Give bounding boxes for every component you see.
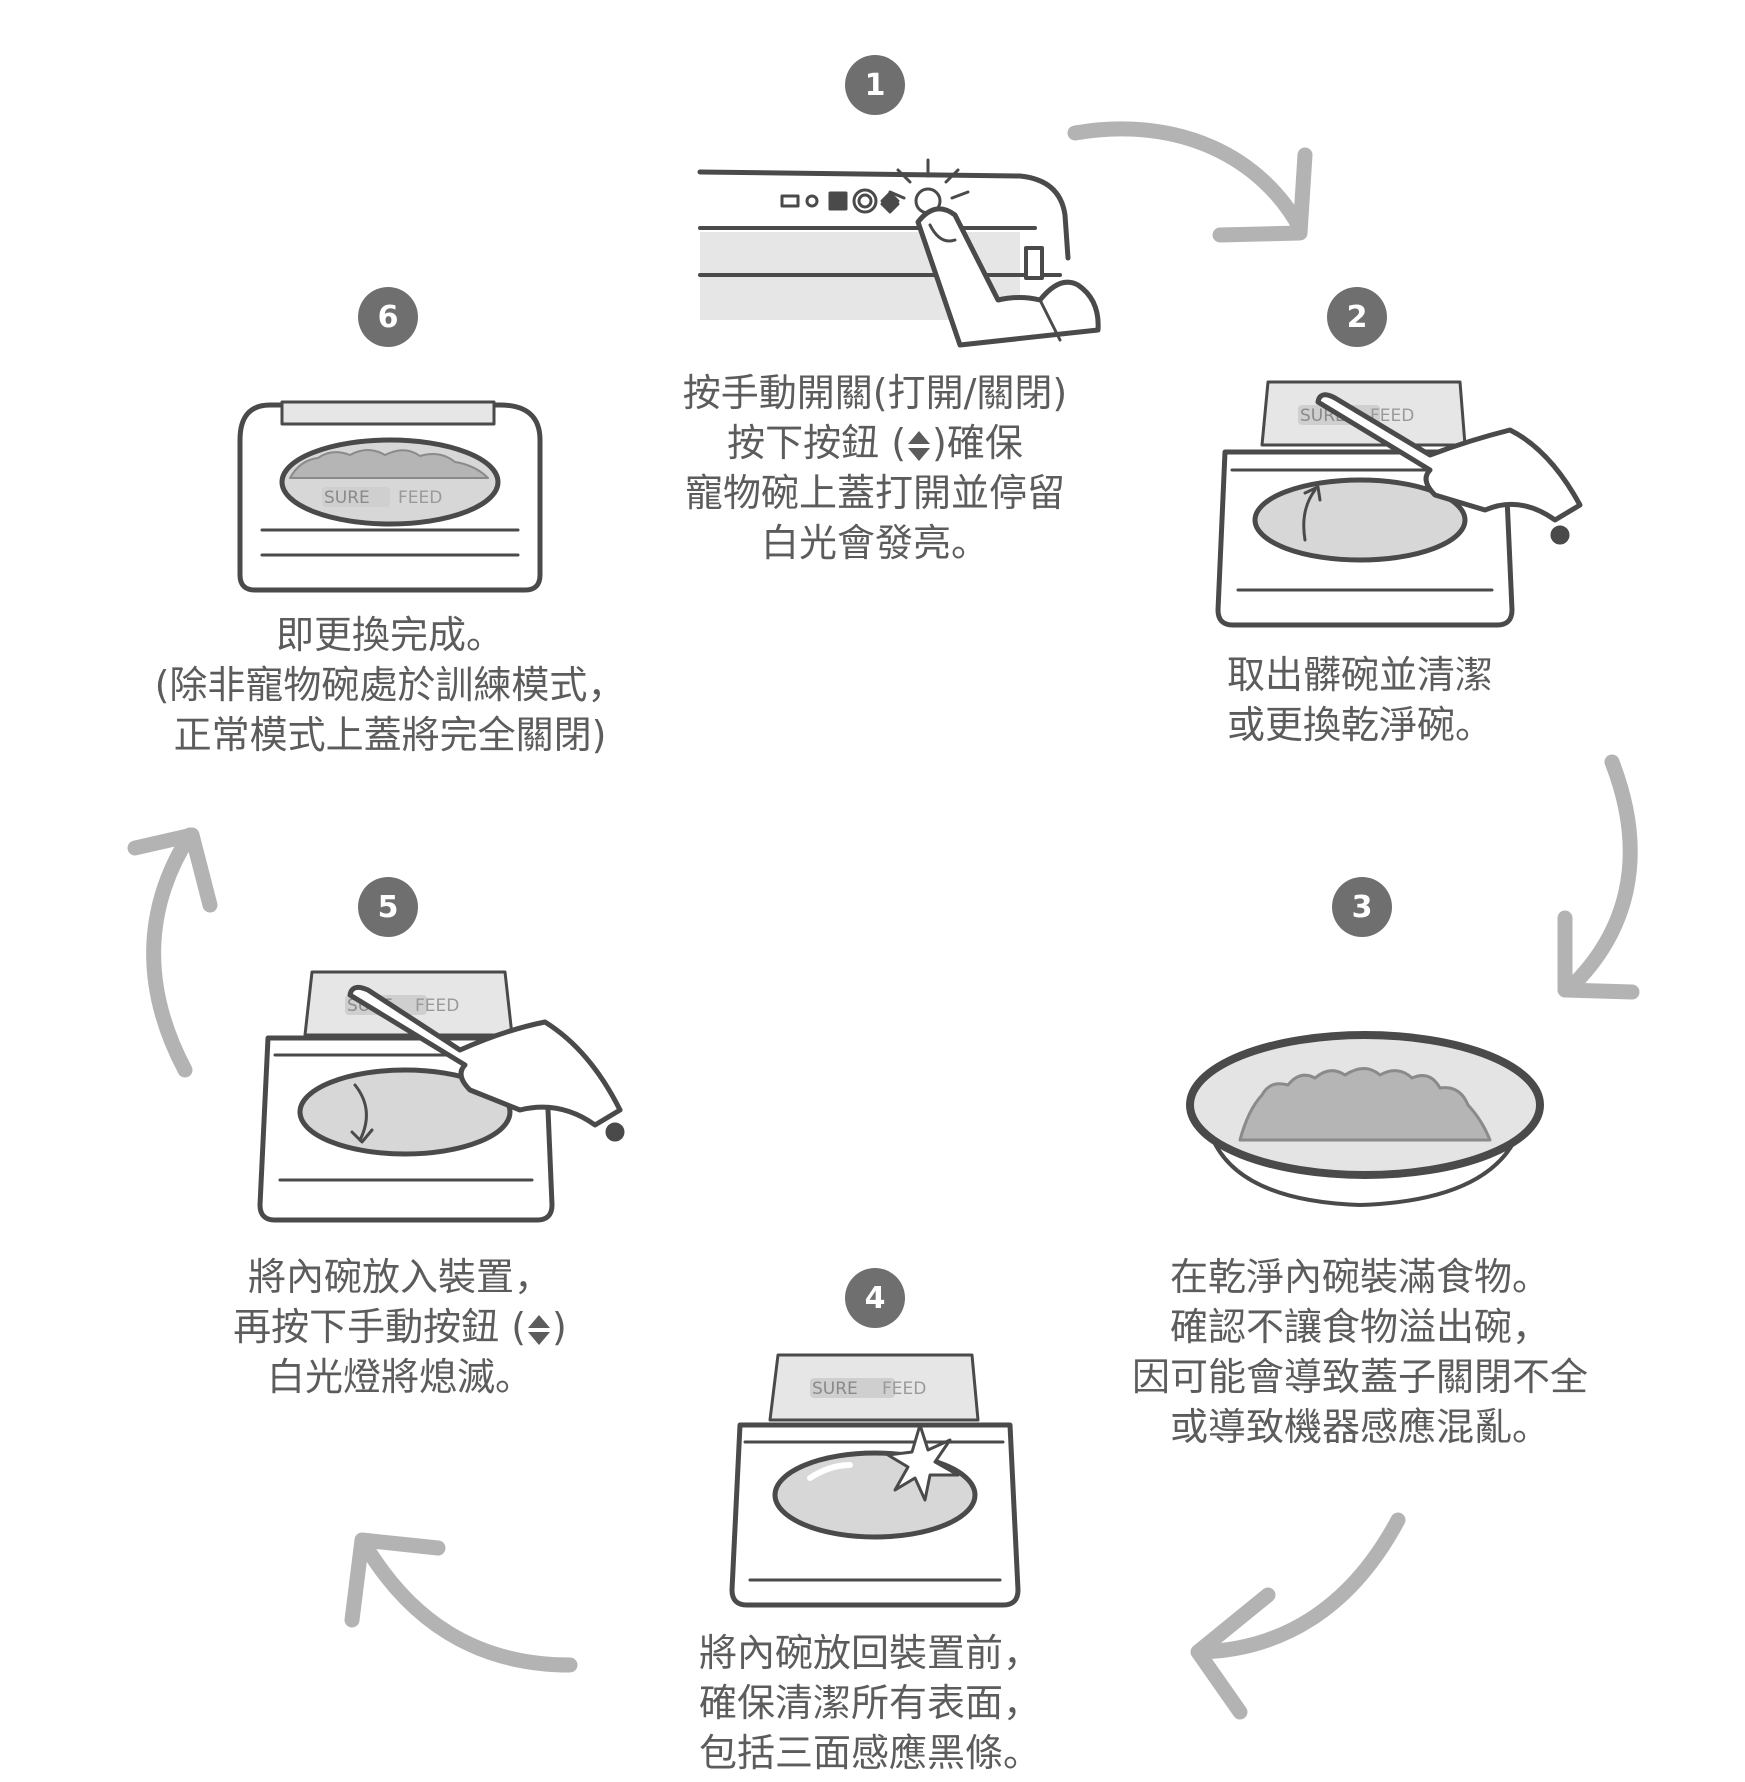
light-burst-icon <box>888 158 970 200</box>
up-down-triangle-icon <box>528 1314 551 1345</box>
caption-line: 確認不讓食物溢出碗， <box>1169 1305 1550 1349</box>
caption-line: (除非寵物碗處於訓練模式， <box>154 663 626 707</box>
illustration-step-4-clean-surfaces: SURE FEED <box>729 1353 1021 1608</box>
caption-line: 因可能會導致蓋子關閉不全 <box>1131 1355 1588 1399</box>
caption-line: 確保清潔所有表面， <box>698 1681 1041 1725</box>
step-1-caption: 按手動開關(打開/關閉) 按下按鈕 ( )確保寵物碗上蓋打開並停留白光會發亮。 <box>655 368 1095 568</box>
step-4-caption: 將內碗放回裝置前， 確保清潔所有表面， 包括三面感應黑條。 <box>660 1628 1080 1778</box>
arrow-5-to-6 <box>127 827 218 1078</box>
food-pile <box>1238 1067 1492 1142</box>
arrow-2-to-3 <box>1557 754 1640 1000</box>
caption-line: 白光燈將熄滅。 <box>266 1355 533 1399</box>
surefeed-logo: SURE FEED <box>810 1378 926 1399</box>
illustration-step-5-insert-bowl: SURE FEED <box>257 970 625 1223</box>
cycle-arrows <box>127 121 1640 1720</box>
step-3-caption: 在乾淨內碗裝滿食物。確認不讓食物溢出碗， 因可能會導致蓋子關閉不全或導致機器感應混… <box>1100 1252 1620 1452</box>
arrow-3-to-4 <box>1190 1512 1406 1720</box>
caption-text: ) <box>552 1305 567 1349</box>
logo-sure: SURE <box>812 1379 858 1399</box>
up-down-triangle-icon <box>908 430 931 461</box>
step-6-caption: 即更換完成。 (除非寵物碗處於訓練模式， 正常模式上蓋將完全關閉) <box>110 610 670 760</box>
logo-sure: SURE <box>324 488 370 508</box>
logo-feed: FEED <box>398 488 442 508</box>
caption-text: 按下按鈕 ( <box>727 421 907 465</box>
step-3-badge: 3 <box>1332 877 1392 937</box>
logo-feed: FEED <box>415 996 459 1016</box>
caption-line: 正常模式上蓋將完全關閉) <box>173 713 607 757</box>
caption-line: 寵物碗上蓋打開並停留 <box>684 471 1065 515</box>
caption-line: 再按下手動按鈕 () <box>180 1302 620 1352</box>
illustration-step-6-lid-closed: SURE FEED <box>237 400 543 593</box>
caption-line: 在乾淨內碗裝滿食物。 <box>1169 1255 1550 1299</box>
illustration-step-3-food-bowl <box>1186 1031 1544 1207</box>
caption-line: 將內碗放入裝置， <box>247 1255 552 1299</box>
caption-line: 將內碗放回裝置前， <box>698 1631 1041 1675</box>
arrow-4-to-5 <box>344 1532 578 1673</box>
caption-line: 取出髒碗並清潔 <box>1226 653 1493 697</box>
step-6-badge: 6 <box>358 287 418 347</box>
placing-hand <box>347 984 623 1128</box>
logo-feed: FEED <box>1370 406 1414 426</box>
step-5-caption: 將內碗放入裝置，再按下手動按鈕 ()白光燈將熄滅。 <box>180 1252 620 1402</box>
caption-line: 或更換乾淨碗。 <box>1226 703 1493 747</box>
shine-star-icon <box>886 1423 960 1502</box>
illustration-step-2-remove-bowl: SURE FEED <box>1215 380 1583 628</box>
arrow-1-to-2 <box>1067 121 1313 243</box>
caption-line: 按手動開關(打開/關閉) <box>682 371 1068 415</box>
lifting-hand <box>1315 392 1583 523</box>
step-2-caption: 取出髒碗並清潔或更換乾淨碗。 <box>1180 650 1540 750</box>
caption-line: 或導致機器感應混亂。 <box>1169 1405 1550 1449</box>
caption-line: 即更換完成。 <box>275 613 504 657</box>
surefeed-logo: SURE FEED <box>322 487 442 508</box>
caption-text: )確保 <box>932 421 1023 465</box>
food-pile <box>289 449 489 479</box>
illustration-step-1-button-press <box>697 158 1101 348</box>
logo-feed: FEED <box>882 1379 926 1399</box>
step-2-badge: 2 <box>1327 287 1387 347</box>
caption-line: 按下按鈕 ( )確保 <box>655 418 1095 468</box>
control-panel-icons <box>780 187 942 215</box>
caption-line: 包括三面感應黑條。 <box>698 1731 1041 1775</box>
step-5-badge: 5 <box>358 877 418 937</box>
caption-line: 白光會發亮。 <box>760 521 989 565</box>
step-4-badge: 4 <box>845 1268 905 1328</box>
caption-text: 再按下手動按鈕 ( <box>233 1305 527 1349</box>
step-1-badge: 1 <box>845 55 905 115</box>
